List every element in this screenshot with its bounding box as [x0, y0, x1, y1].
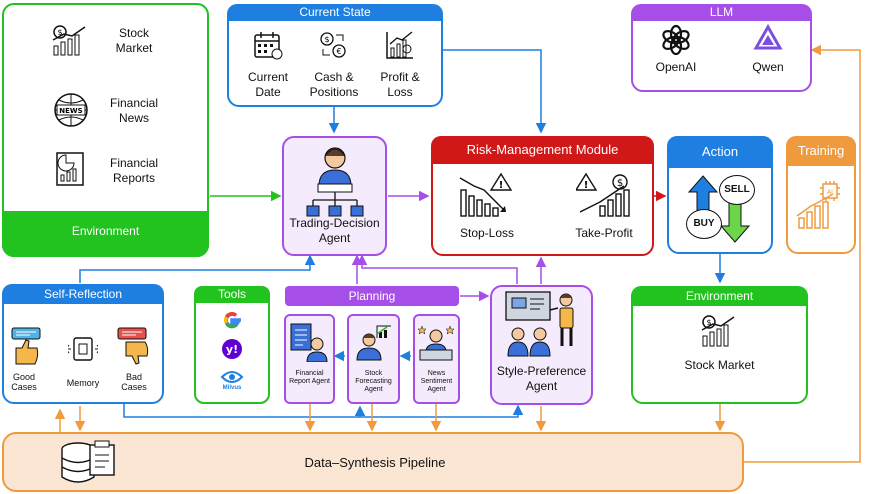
self-reflection-title: Self-Reflection — [2, 284, 164, 304]
falling-chart-warning-icon: ! — [459, 172, 513, 217]
google-logo-icon — [223, 312, 241, 329]
svg-text:y!: y! — [226, 343, 238, 356]
rising-chart-warning-icon: ! $ — [576, 172, 630, 217]
env-financial-reports-label: Financial Reports — [109, 156, 159, 185]
env-financial-news-label: Financial News — [109, 96, 159, 125]
calendar-icon — [254, 32, 283, 60]
presenter-audience-icon — [505, 291, 574, 357]
trading-decision-agent-label: Trading-Decision Agent — [289, 216, 380, 245]
risk-management-title: Risk-Management Module — [431, 136, 654, 164]
cash-positions-label: Cash & Positions — [309, 70, 359, 99]
env-stock-market-label: Stock Market — [115, 26, 153, 55]
openai-label: OpenAI — [655, 60, 697, 74]
yahoo-logo-icon: y! — [222, 339, 242, 359]
data-synthesis-pipeline-label: Data–Synthesis Pipeline — [304, 455, 446, 470]
svg-text:AI: AI — [827, 189, 833, 196]
news-agent-icon — [417, 325, 455, 361]
stock-chart-icon: $ — [52, 25, 86, 56]
thumbs-up-icon — [11, 327, 41, 365]
take-profit-label: Take-Profit — [575, 226, 633, 240]
svg-text:$: $ — [706, 318, 711, 327]
thumbs-down-icon — [117, 327, 149, 365]
qwen-logo-icon — [753, 24, 783, 50]
report-icon — [56, 152, 84, 186]
llm-title: LLM — [631, 4, 812, 21]
planning-title: Planning — [285, 286, 459, 306]
qwen-label: Qwen — [752, 60, 784, 74]
forecast-agent-icon — [356, 325, 391, 361]
style-preference-agent-label: Style-Preference Agent — [496, 364, 587, 393]
memory-chip-icon — [68, 337, 98, 361]
report-agent-icon — [290, 323, 328, 362]
news-sentiment-agent-label: News Sentiment Agent — [420, 370, 453, 393]
env-right-stock-market-label: Stock Market — [684, 358, 755, 372]
stop-loss-label: Stop-Loss — [459, 226, 515, 240]
environment-right-title: Environment — [631, 286, 808, 306]
stock-chart-icon: $ — [701, 315, 735, 347]
buy-sell-icon — [687, 175, 751, 243]
sell-badge: SELL — [719, 175, 755, 205]
buy-badge: BUY — [686, 209, 722, 239]
svg-text:NEWS: NEWS — [59, 107, 82, 115]
milvus-wordmark: Milvus — [222, 385, 242, 391]
memory-label: Memory — [66, 378, 100, 388]
training-title: Training — [786, 136, 856, 166]
current-date-label: Current Date — [247, 70, 288, 99]
action-title: Action — [667, 136, 773, 168]
openai-logo-icon — [662, 24, 690, 56]
milvus-logo-icon — [220, 371, 244, 383]
profit-loss-chart-icon — [386, 31, 413, 59]
good-cases-label: Good Cases — [11, 372, 37, 392]
svg-text:$: $ — [57, 28, 62, 37]
svg-text:$: $ — [324, 35, 329, 44]
newspaper-icon: NEWS — [54, 93, 88, 127]
stock-forecasting-agent-box — [347, 314, 400, 404]
financial-report-agent-label: Financial Report Agent — [289, 370, 330, 385]
svg-text:€: € — [336, 47, 341, 56]
stock-forecasting-agent-label: Stock Forecasting Agent — [355, 370, 392, 393]
environment-title: Environment — [71, 224, 140, 238]
svg-text:!: ! — [584, 180, 589, 191]
currency-exchange-icon: $ € — [320, 32, 346, 58]
svg-text:$: $ — [617, 178, 623, 189]
data-synthesis-pipeline-box — [2, 432, 744, 492]
profit-loss-label: Profit & Loss — [380, 70, 420, 99]
svg-text:!: ! — [499, 180, 504, 191]
environment-label-bar — [2, 211, 209, 257]
current-state-title: Current State — [227, 4, 443, 21]
agent-hierarchy-icon — [306, 147, 364, 217]
tools-title: Tools — [194, 286, 270, 303]
bad-cases-label: Bad Cases — [121, 372, 147, 392]
ai-chip-growth-icon: AI — [796, 181, 840, 229]
database-document-icon — [61, 440, 115, 483]
